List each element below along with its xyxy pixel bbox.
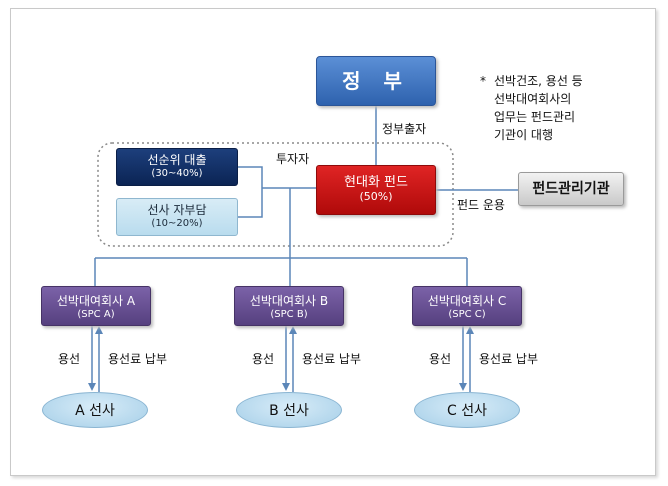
spc-title: 선박대여회사 C	[427, 294, 507, 308]
fund-share: (50%)	[359, 190, 393, 204]
ship-company-a: A 선사	[42, 392, 148, 428]
spc-a-box: 선박대여회사 A (SPC A)	[41, 286, 151, 326]
fund-manager-label: 펀드관리기관	[532, 180, 610, 197]
fund-title: 현대화 펀드	[344, 175, 408, 191]
government-label: 정 부	[342, 68, 410, 93]
ship-company-label: A 선사	[75, 403, 115, 419]
charter-label-a: 용선	[58, 352, 81, 366]
spc-sub: (SPC C)	[448, 309, 486, 320]
modernization-fund-box: 현대화 펀드 (50%)	[316, 165, 436, 215]
ship-company-label: B 선사	[269, 403, 309, 419]
note-line: 업무는 펀드관리	[494, 110, 576, 124]
fund-manager-box: 펀드관리기관	[518, 172, 624, 206]
note-line: 선박건조, 용선 등	[494, 74, 583, 88]
spc-sub: (SPC B)	[270, 309, 308, 320]
note-line: 선박대여회사의	[494, 92, 572, 106]
charter-label-b: 용선	[252, 352, 275, 366]
charter-fee-label-b: 용선료 납부	[302, 352, 362, 366]
ship-company-b: B 선사	[236, 392, 342, 428]
senior-loan-box: 선순위 대출 (30~40%)	[116, 148, 238, 186]
ship-company-label: C 선사	[447, 403, 487, 419]
investor-group	[97, 142, 454, 247]
senior-loan-title: 선순위 대출	[147, 153, 207, 168]
self-funding-title: 선사 자부담	[147, 203, 207, 218]
spc-b-box: 선박대여회사 B (SPC B)	[234, 286, 344, 326]
spc-title: 선박대여회사 B	[249, 294, 329, 308]
self-funding-share: (10~20%)	[151, 218, 203, 230]
self-funding-box: 선사 자부담 (10~20%)	[116, 198, 238, 236]
note: * 선박건조, 용선 등 선박대여회사의 업무는 펀드관리 기관이 대행	[480, 72, 628, 144]
note-line: 기관이 대행	[494, 128, 554, 142]
note-marker: *	[480, 74, 486, 88]
charter-fee-label-c: 용선료 납부	[479, 352, 539, 366]
spc-c-box: 선박대여회사 C (SPC C)	[412, 286, 522, 326]
charter-fee-label-a: 용선료 납부	[108, 352, 168, 366]
government-box: 정 부	[316, 56, 436, 106]
spc-sub: (SPC A)	[77, 309, 115, 320]
investors-label: 투자자	[276, 152, 310, 166]
spc-title: 선박대여회사 A	[56, 294, 136, 308]
charter-label-c: 용선	[429, 352, 452, 366]
self-funding-line	[238, 188, 263, 218]
government-investment-label: 정부출자	[382, 122, 427, 136]
fund-operation-label: 펀드 운용	[457, 198, 505, 212]
senior-loan-share: (30~40%)	[151, 168, 203, 180]
loan-line	[238, 166, 263, 188]
ship-company-c: C 선사	[414, 392, 520, 428]
